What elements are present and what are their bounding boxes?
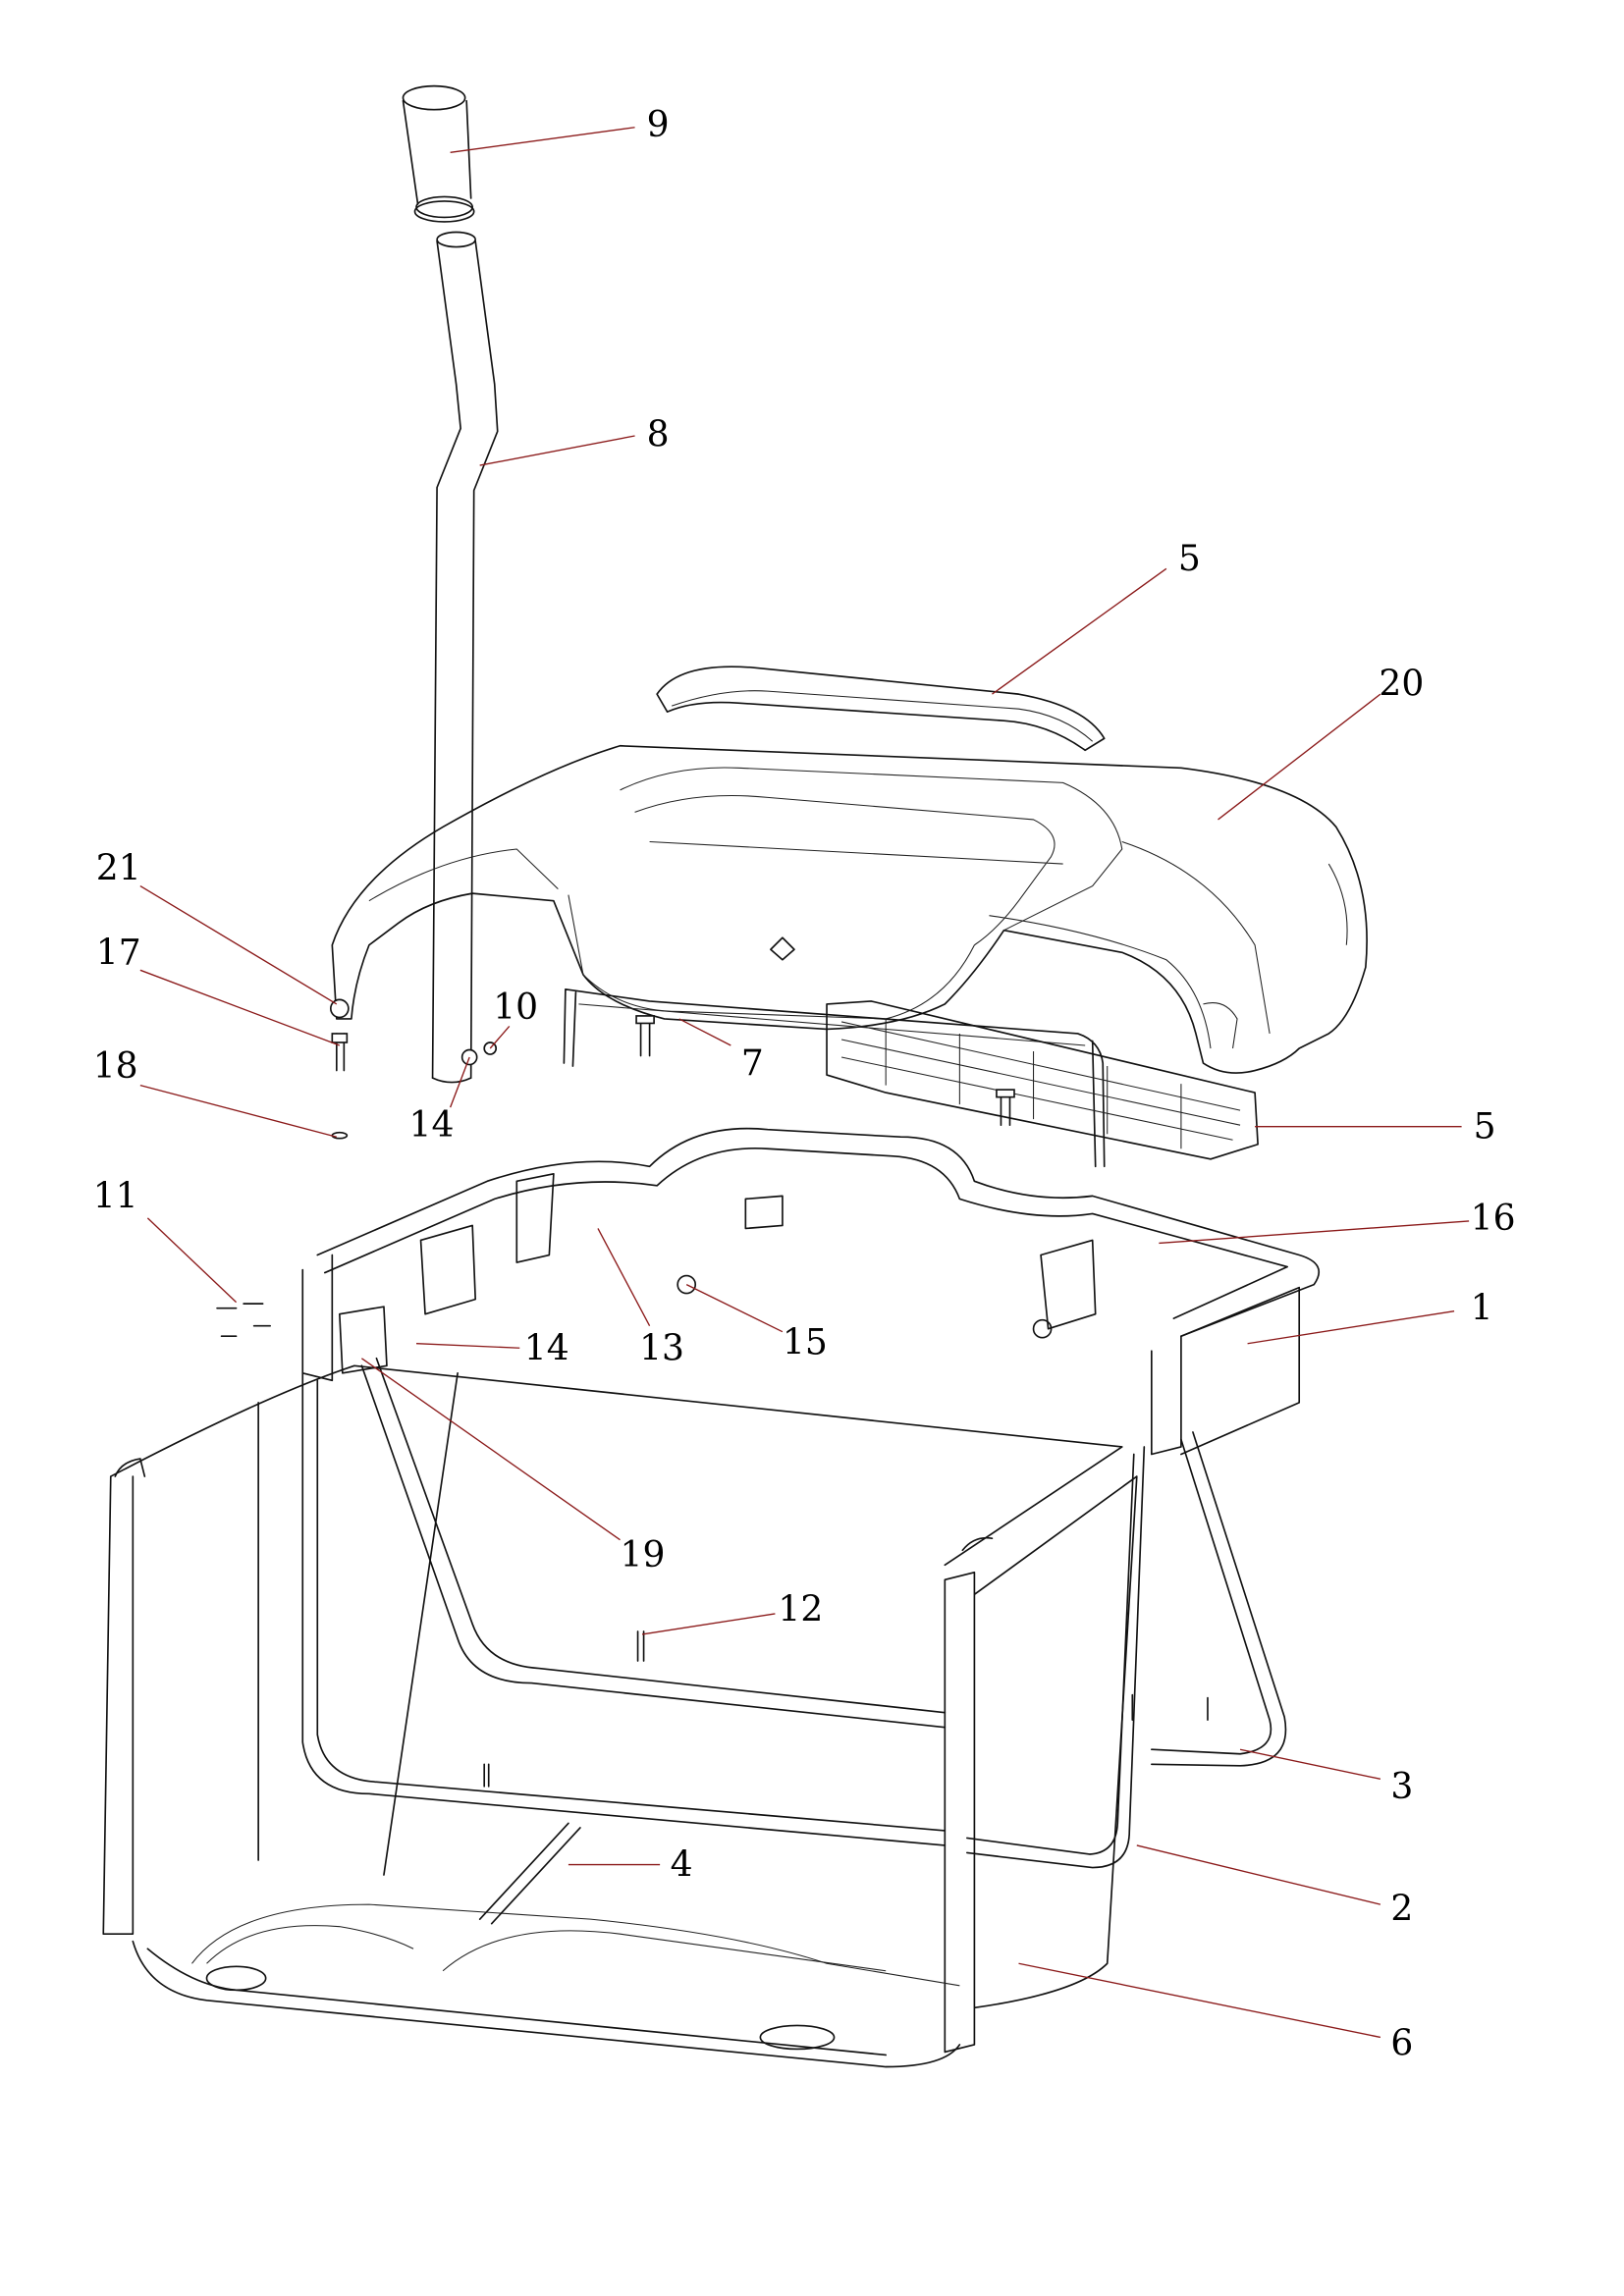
leader-line-6 xyxy=(1018,1962,1381,2039)
callout-10: 10 xyxy=(493,987,538,1028)
callout-5-handle: 5 xyxy=(1178,538,1201,579)
callout-2: 2 xyxy=(1390,1889,1413,1930)
callout-17: 17 xyxy=(96,932,141,973)
part-upper-frame xyxy=(301,1127,1320,1456)
part-cover xyxy=(331,744,1368,1074)
callout-4: 4 xyxy=(671,1844,693,1886)
leader-line-9 xyxy=(450,127,635,153)
leader-line-1 xyxy=(1247,1309,1455,1345)
part-bag xyxy=(102,1364,1138,2068)
leader-line-21 xyxy=(139,885,338,1005)
leader-line-7 xyxy=(678,1018,731,1046)
callout-labels: 9 8 5 20 21 17 10 18 7 14 5 11 16 1 14 1… xyxy=(93,104,1516,2064)
callout-20: 20 xyxy=(1379,664,1424,705)
callout-13: 13 xyxy=(639,1327,684,1368)
leader-line-8 xyxy=(479,435,635,466)
callout-5-grille: 5 xyxy=(1474,1106,1496,1148)
leader-line-14 xyxy=(415,1343,520,1349)
leader-line-5 xyxy=(992,567,1167,695)
leader-line-3 xyxy=(1239,1748,1381,1780)
part-top-handle xyxy=(656,666,1106,752)
leader-line-13 xyxy=(597,1228,651,1327)
leader-line-11 xyxy=(146,1217,238,1304)
part-hardware xyxy=(216,998,1209,1788)
callout-3: 3 xyxy=(1390,1766,1413,1807)
callout-12: 12 xyxy=(778,1588,823,1629)
callout-11: 11 xyxy=(93,1175,138,1216)
leader-line-14 xyxy=(449,1056,470,1108)
callout-7: 7 xyxy=(741,1042,764,1084)
leader-line-19 xyxy=(361,1358,621,1541)
leader-line-16 xyxy=(1159,1220,1470,1245)
callout-19: 19 xyxy=(621,1534,666,1575)
callout-6: 6 xyxy=(1390,2022,1413,2063)
leader-line-17 xyxy=(139,969,341,1046)
part-lower-frames xyxy=(301,1357,1287,1869)
callout-14-lower: 14 xyxy=(524,1327,569,1368)
leader-lines xyxy=(139,127,1470,2039)
leader-line-15 xyxy=(685,1283,784,1333)
leader-line-10 xyxy=(489,1026,511,1049)
callout-16: 16 xyxy=(1471,1198,1516,1239)
leader-line-20 xyxy=(1218,693,1381,821)
part-handle-tube xyxy=(431,231,499,1084)
part-handle-grip xyxy=(402,84,475,223)
leader-line-18 xyxy=(139,1084,338,1138)
part-bracket xyxy=(563,988,1106,1168)
part-grille xyxy=(826,1000,1259,1160)
callout-21: 21 xyxy=(96,848,141,889)
callout-1: 1 xyxy=(1471,1288,1493,1329)
callout-18: 18 xyxy=(93,1045,138,1087)
callout-15: 15 xyxy=(783,1321,828,1362)
callout-9: 9 xyxy=(647,104,670,145)
callout-14-upper: 14 xyxy=(409,1104,455,1146)
leader-line-2 xyxy=(1136,1844,1381,1905)
callout-8: 8 xyxy=(647,414,670,455)
leader-line-12 xyxy=(641,1613,776,1635)
